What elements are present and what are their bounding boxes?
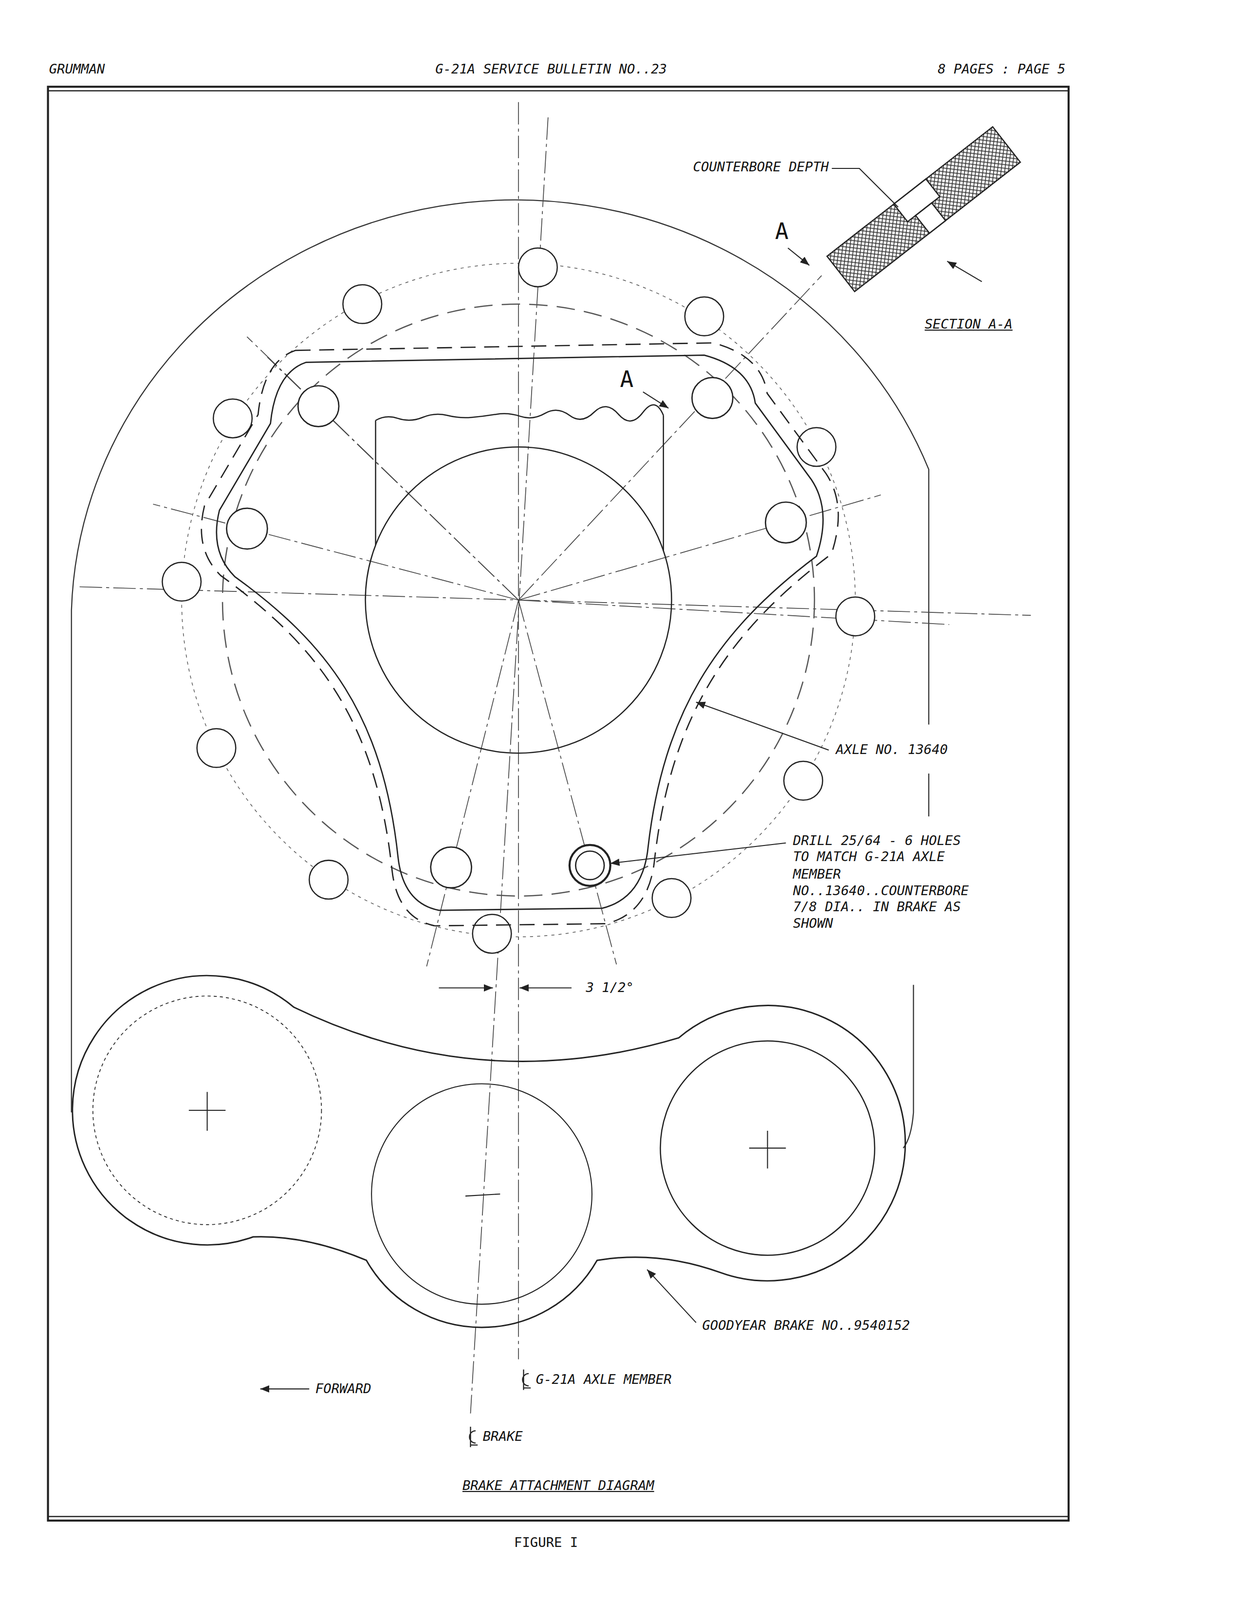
brake-housing-outline <box>903 984 914 1148</box>
brake-lug-holes <box>472 914 512 954</box>
section-a-a-view <box>915 203 946 234</box>
brake-lug-holes <box>684 296 724 336</box>
section-letter: A <box>774 217 790 246</box>
leader-lines <box>260 1388 310 1390</box>
header-text: 8 PAGES : PAGE 5 <box>936 61 1067 78</box>
centerlines <box>79 102 1032 1414</box>
brake-lug-holes <box>197 728 237 768</box>
axle-member-holes <box>226 377 807 888</box>
angle-dimension: 3 1/2° <box>584 979 635 997</box>
centerlines <box>518 275 822 601</box>
leader-lines <box>260 701 830 1389</box>
centerline-label: G-21A AXLE MEMBER <box>535 1371 673 1389</box>
brake-lug-holes <box>783 761 823 801</box>
centerlines <box>246 336 519 601</box>
brake-lug-holes <box>162 247 875 954</box>
leader-lines <box>646 1269 697 1323</box>
goodyear-brake-outline <box>371 1084 592 1305</box>
leader-lines <box>439 987 494 989</box>
part-label: AXLE NO. 13640 <box>834 741 949 759</box>
brake-housing-outline <box>71 200 929 1149</box>
leader-lines <box>519 987 572 989</box>
axle-member-outline <box>216 355 824 911</box>
axle-member-outline <box>201 342 839 926</box>
part-label: GOODYEAR BRAKE NO..9540152 <box>701 1317 911 1335</box>
brake-lug-holes <box>835 596 875 636</box>
centerlines <box>518 495 881 601</box>
header-text: G-21A SERVICE BULLETIN NO..23 <box>434 61 668 78</box>
header-text: GRUMMAN <box>48 61 107 78</box>
axle-member-holes <box>430 847 472 888</box>
section-title: SECTION A-A <box>923 316 1014 333</box>
sheet-frame <box>48 86 1070 1521</box>
section-leaders <box>831 168 899 208</box>
goodyear-brake-outline <box>72 975 906 1328</box>
bolt-circles <box>181 263 856 938</box>
section-letter: A <box>618 365 635 394</box>
brake-lug-holes <box>213 399 253 439</box>
centerlines <box>267 357 519 601</box>
brake-housing-outline <box>928 773 930 817</box>
callout-text: COUNTERBORE DEPTH <box>691 159 830 176</box>
section-cut-arrows <box>643 247 810 408</box>
sheet-frame <box>48 90 1070 92</box>
axle-member-holes <box>575 851 605 881</box>
axle-stub <box>365 405 672 754</box>
diagram-title: BRAKE ATTACHMENT DIAGRAM <box>461 1477 656 1495</box>
brake-lug-holes <box>162 562 202 602</box>
centerlines <box>517 102 519 1360</box>
axle-member-holes <box>569 845 611 887</box>
direction-label: FORWARD <box>314 1381 373 1398</box>
axle-member-holes <box>765 501 807 543</box>
axle-stub <box>375 405 664 422</box>
centerline-symbols <box>469 1426 478 1448</box>
brake-lug-holes <box>309 860 349 900</box>
section-a-a-view <box>827 126 1021 292</box>
sheet-frame <box>48 1515 1070 1518</box>
bolt-circles <box>181 263 856 938</box>
axle-stub <box>365 446 672 754</box>
leader-lines <box>696 701 830 751</box>
centerline-symbols <box>469 1369 531 1448</box>
axle-member-outline <box>201 342 839 926</box>
goodyear-brake-outline <box>188 1091 786 1197</box>
section-leaders <box>947 261 982 282</box>
section-a-a-view <box>827 126 1021 292</box>
brake-lug-holes <box>518 247 558 287</box>
centerline-label: BRAKE <box>481 1428 524 1446</box>
sheet-frame <box>48 86 1070 1521</box>
axle-stub <box>662 415 665 552</box>
axle-stub <box>374 420 377 546</box>
axle-member-holes <box>691 377 733 419</box>
brake-lug-holes <box>342 284 382 324</box>
section-leaders <box>831 168 982 282</box>
goodyear-brake-outline <box>72 975 906 1328</box>
bolt-circles <box>222 304 815 897</box>
axle-member-holes <box>226 508 268 550</box>
section-cut-arrows <box>788 247 810 266</box>
centerlines <box>470 117 549 1414</box>
drill-note: DRILL 25/64 - 6 HOLES TO MATCH G-21A AXL… <box>792 832 982 933</box>
brake-lug-holes <box>652 878 692 918</box>
leader-lines <box>610 843 787 864</box>
section-cut-arrows <box>643 391 669 409</box>
centerlines <box>426 600 519 967</box>
centerlines <box>518 600 950 625</box>
figure-caption: FIGURE I <box>513 1534 579 1552</box>
centerlines <box>152 504 519 601</box>
centerline-symbols <box>522 1369 531 1391</box>
axle-member-holes <box>297 385 339 427</box>
